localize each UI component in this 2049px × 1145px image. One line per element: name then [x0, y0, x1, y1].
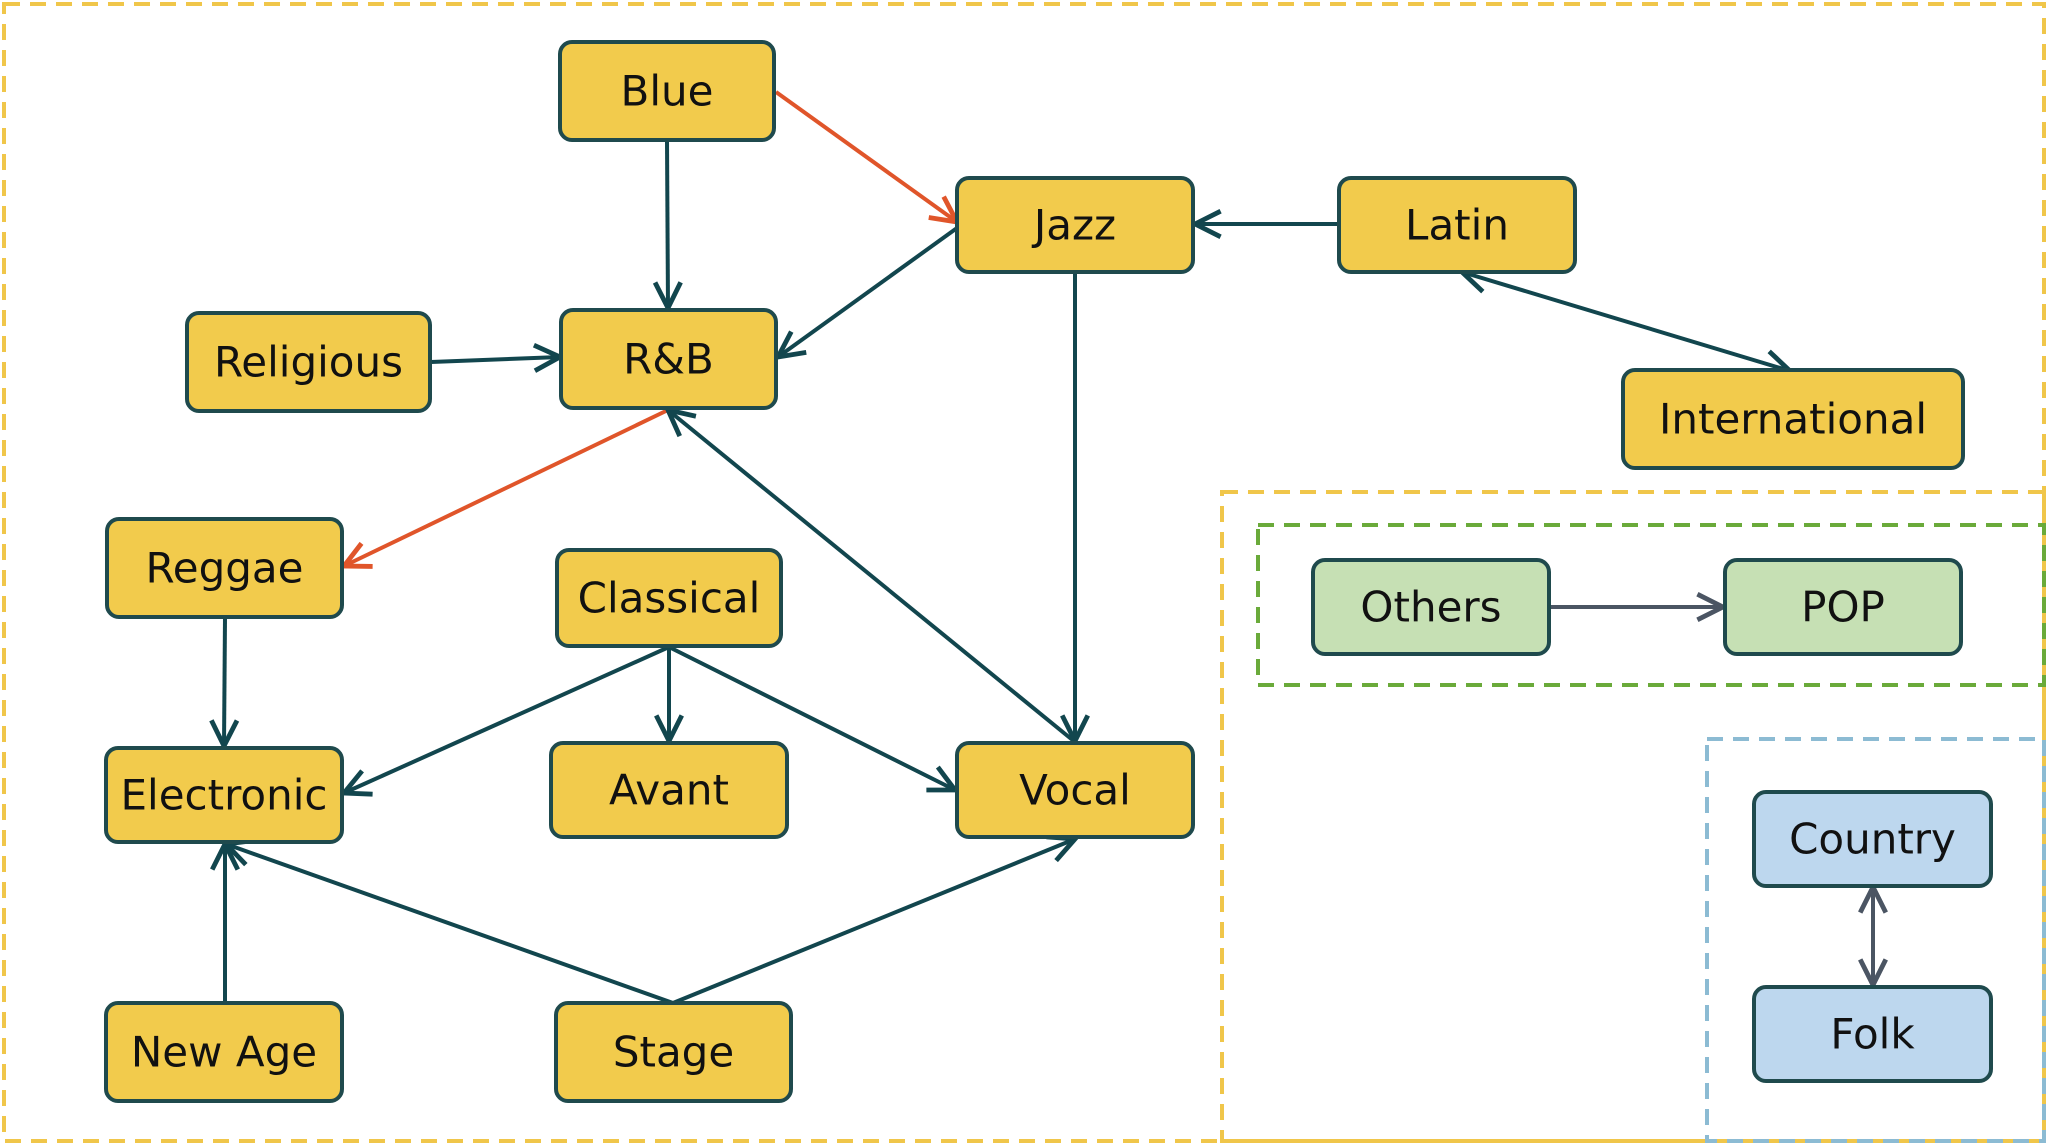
node-classical: Classical — [555, 548, 783, 648]
edge-latin-to-international — [1462, 272, 1790, 371]
node-avant: Avant — [549, 741, 789, 839]
node-label-latin: Latin — [1405, 201, 1509, 250]
edge-classical-to-vocal — [668, 645, 955, 790]
node-box-rnb — [559, 308, 778, 410]
node-stage: Stage — [554, 1001, 793, 1103]
node-box-international — [1621, 368, 1965, 470]
edge-religious-to-rnb — [430, 357, 560, 362]
node-box-jazz — [955, 176, 1195, 274]
node-box-newage — [104, 1001, 344, 1103]
edges — [224, 90, 1873, 1005]
node-box-reggae — [105, 517, 344, 619]
node-box-electronic — [104, 746, 344, 844]
node-reggae: Reggae — [105, 517, 344, 619]
edge-blue-to-jazz — [774, 90, 957, 222]
node-rnb: R&B — [559, 308, 778, 410]
node-label-country: Country — [1789, 815, 1956, 864]
edge-blue-to-rnb — [667, 140, 668, 308]
node-label-rnb: R&B — [623, 335, 714, 384]
edge-reggae-to-electronic — [224, 617, 225, 746]
node-label-avant: Avant — [609, 766, 729, 815]
node-label-religious: Religious — [214, 338, 403, 387]
node-label-blue: Blue — [621, 67, 714, 116]
node-box-religious — [185, 311, 432, 413]
group-box-right — [1220, 490, 2046, 1143]
group-box-green — [1256, 523, 2046, 687]
node-country: Country — [1752, 790, 1993, 888]
node-label-folk: Folk — [1830, 1010, 1915, 1059]
node-latin: Latin — [1337, 176, 1577, 274]
edge-stage-to-vocal — [672, 839, 1075, 1005]
node-box-folk — [1752, 985, 1993, 1083]
node-label-reggae: Reggae — [145, 544, 303, 593]
node-blue: Blue — [558, 40, 776, 142]
node-label-vocal: Vocal — [1019, 766, 1131, 815]
node-international: International — [1621, 368, 1965, 470]
node-label-newage: New Age — [131, 1028, 317, 1077]
node-box-others — [1311, 558, 1551, 656]
node-label-classical: Classical — [578, 574, 761, 623]
node-vocal: Vocal — [955, 741, 1195, 839]
node-box-avant — [549, 741, 789, 839]
edge-vocal-to-rnb — [668, 410, 1077, 744]
node-box-country — [1752, 790, 1993, 888]
node-religious: Religious — [185, 311, 432, 413]
node-others: Others — [1311, 558, 1551, 656]
node-label-others: Others — [1360, 583, 1501, 632]
edge-rnb-to-reggae — [344, 408, 669, 566]
group-box-blue — [1705, 737, 2046, 1143]
node-label-electronic: Electronic — [120, 771, 327, 820]
node-box-classical — [555, 548, 783, 648]
node-label-jazz: Jazz — [1031, 201, 1116, 250]
node-label-pop: POP — [1801, 583, 1885, 632]
node-box-blue — [558, 40, 776, 142]
edge-classical-to-electronic — [344, 645, 670, 793]
node-folk: Folk — [1752, 985, 1993, 1083]
node-pop: POP — [1723, 558, 1963, 656]
node-label-international: International — [1659, 395, 1927, 444]
node-box-vocal — [955, 741, 1195, 839]
node-box-latin — [1337, 176, 1577, 274]
node-electronic: Electronic — [104, 746, 344, 844]
node-box-pop — [1723, 558, 1963, 656]
edge-jazz-to-rnb — [778, 226, 959, 357]
node-newage: New Age — [104, 1001, 344, 1103]
edge-stage-to-electronic — [226, 844, 674, 1005]
node-label-stage: Stage — [613, 1028, 734, 1077]
node-jazz: Jazz — [955, 176, 1195, 274]
node-box-stage — [554, 1001, 793, 1103]
